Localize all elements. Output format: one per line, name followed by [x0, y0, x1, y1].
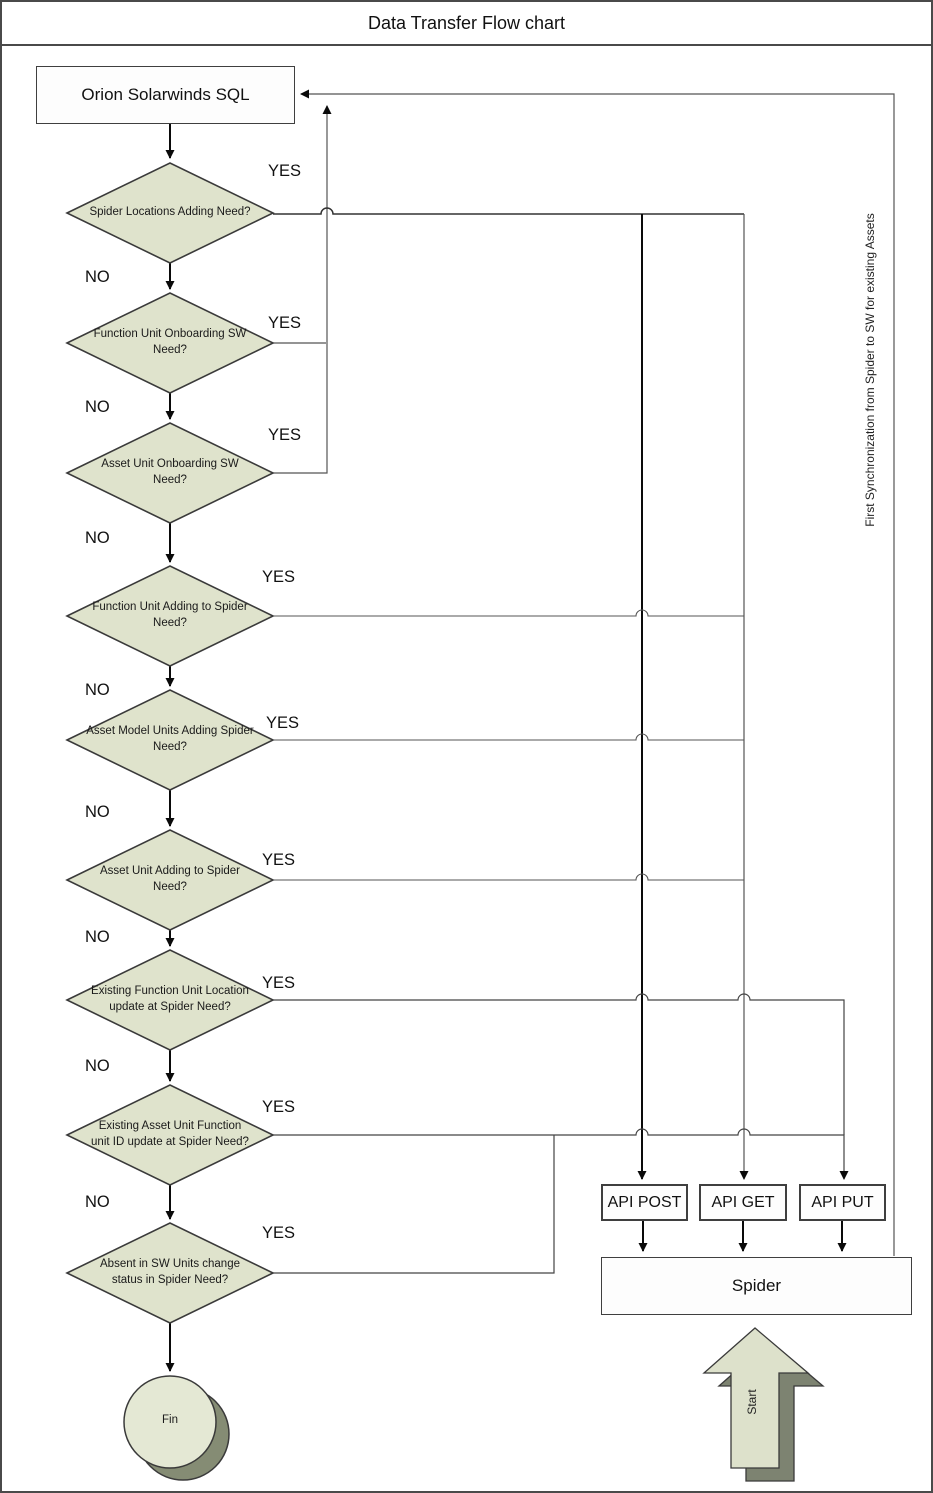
- connector-lines: [273, 89, 895, 1274]
- yes-label-6: YES: [262, 851, 296, 869]
- decision-diamond-3: [65, 422, 275, 524]
- spine-arrows: [165, 124, 847, 1372]
- yes-label-9: YES: [262, 1224, 296, 1242]
- decision-diamond-8: [65, 1084, 275, 1186]
- no-label-7: NO: [85, 1057, 110, 1075]
- yes-label-7: YES: [262, 974, 296, 992]
- start-arrow-shape: [702, 1327, 825, 1482]
- api-post-box: API POST: [601, 1184, 688, 1221]
- decision-label-8: Existing Asset Unit Function unit ID upd…: [91, 1120, 249, 1148]
- return-line-spider-to-sql: [300, 89, 895, 1256]
- yes-line-decision5: [273, 733, 744, 741]
- yes-line-up-to-sql: [273, 105, 332, 474]
- yes-label-1: YES: [268, 162, 302, 180]
- decision-diamond-6: [65, 829, 275, 931]
- yes-line-decision4: [273, 609, 744, 617]
- decision-diamond-5: [65, 689, 275, 791]
- fin-label: Fin: [162, 1414, 178, 1426]
- yes-label-4: YES: [262, 568, 296, 586]
- decision-label-4: Function Unit Adding to Spider Need?: [92, 601, 248, 629]
- no-label-1: NO: [85, 268, 110, 286]
- decision-label-7: Existing Function Unit Location update a…: [91, 985, 249, 1013]
- decision-label-5: Asset Model Units Adding Spider Need?: [86, 725, 254, 753]
- yes-line-decision1: [273, 207, 744, 215]
- page-title: Data Transfer Flow chart: [2, 2, 931, 46]
- orion-solarwinds-sql-box: Orion Solarwinds SQL: [36, 66, 295, 124]
- decision-label-3: Asset Unit Onboarding SW Need?: [101, 458, 239, 486]
- decision-label-1: Spider Locations Adding Need?: [89, 206, 251, 219]
- start-arrow-body: [702, 1327, 810, 1469]
- yes-label-5: YES: [266, 714, 300, 732]
- no-label-5: NO: [85, 803, 110, 821]
- decision-diamond-7: [65, 949, 275, 1051]
- yes-label-2: YES: [268, 314, 302, 332]
- yes-line-decision7: [273, 993, 845, 1135]
- decision-label-9: Absent in SW Units change status in Spid…: [100, 1258, 240, 1286]
- decision-diamonds: [65, 162, 275, 1324]
- sync-side-note: First Synchronization from Spider to SW …: [863, 213, 877, 527]
- decision-diamond-9: [65, 1222, 275, 1324]
- no-label-8: NO: [85, 1193, 110, 1211]
- yes-line-decision8-api-put: [273, 1128, 849, 1180]
- no-label-3: NO: [85, 529, 110, 547]
- decision-label-6: Asset Unit Adding to Spider Need?: [100, 865, 240, 893]
- no-label-4: NO: [85, 681, 110, 699]
- api-get-box: API GET: [699, 1184, 787, 1221]
- yes-line-decision6: [273, 873, 744, 881]
- start-label: Start: [745, 1389, 759, 1415]
- yes-line-decision9: [273, 1135, 555, 1274]
- no-label-2: NO: [85, 398, 110, 416]
- decision-diamond-1: [65, 162, 275, 264]
- decision-diamond-2: [65, 292, 275, 394]
- decision-diamond-4: [65, 565, 275, 667]
- fin-circle: [123, 1375, 217, 1469]
- api-put-box: API PUT: [799, 1184, 886, 1221]
- yes-label-3: YES: [268, 426, 302, 444]
- no-label-6: NO: [85, 928, 110, 946]
- spider-box: Spider: [601, 1257, 912, 1315]
- fin-terminator: [123, 1375, 230, 1481]
- decision-label-2: Function Unit Onboarding SW Need?: [93, 328, 247, 356]
- yes-label-8: YES: [262, 1098, 296, 1116]
